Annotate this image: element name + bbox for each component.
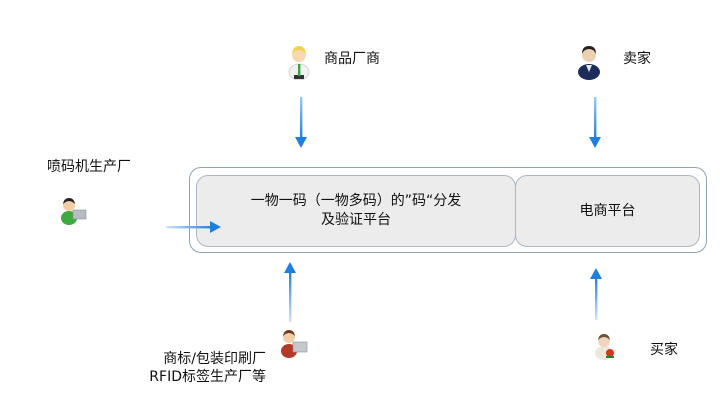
label-printer-label: 商标/包装印刷厂 RFID标签生产厂等	[141, 350, 266, 386]
printer-maker-label: 喷码机生产厂	[47, 159, 131, 175]
code-distribution-platform-box: 一物一码（一物多码）的”码“分发 及验证平台	[196, 175, 516, 247]
code-distribution-platform-text: 一物一码（一物多码）的”码“分发 及验证平台	[251, 192, 462, 230]
manufacturer-label: 商品厂商	[324, 51, 380, 67]
ecommerce-platform-label: 电商平台	[579, 202, 636, 219]
arrow-up-label-printer	[284, 262, 296, 322]
ecommerce-platform-box: 电商平台	[515, 175, 700, 247]
person-laptop-icon	[281, 330, 308, 358]
seller-label: 卖家	[623, 51, 651, 67]
platform-line-2: 及验证平台	[320, 212, 391, 228]
person-laptop-icon	[61, 198, 87, 225]
label-printer-line-2: RFID标签生产厂等	[149, 369, 266, 385]
arrow-up-buyer	[590, 268, 602, 320]
label-printer-line-1: 商标/包装印刷厂	[163, 351, 266, 367]
arrow-right-printer-maker	[166, 221, 221, 233]
suited-person-icon	[578, 46, 600, 80]
arrow-down-seller	[589, 97, 601, 148]
platform-line-1: 一物一码（一物多码）的”码“分发	[250, 193, 462, 209]
person-with-flower-icon	[595, 334, 614, 360]
businessman-icon	[288, 46, 310, 80]
buyer-label: 买家	[650, 342, 678, 358]
arrow-down-manufacturer	[295, 97, 307, 148]
